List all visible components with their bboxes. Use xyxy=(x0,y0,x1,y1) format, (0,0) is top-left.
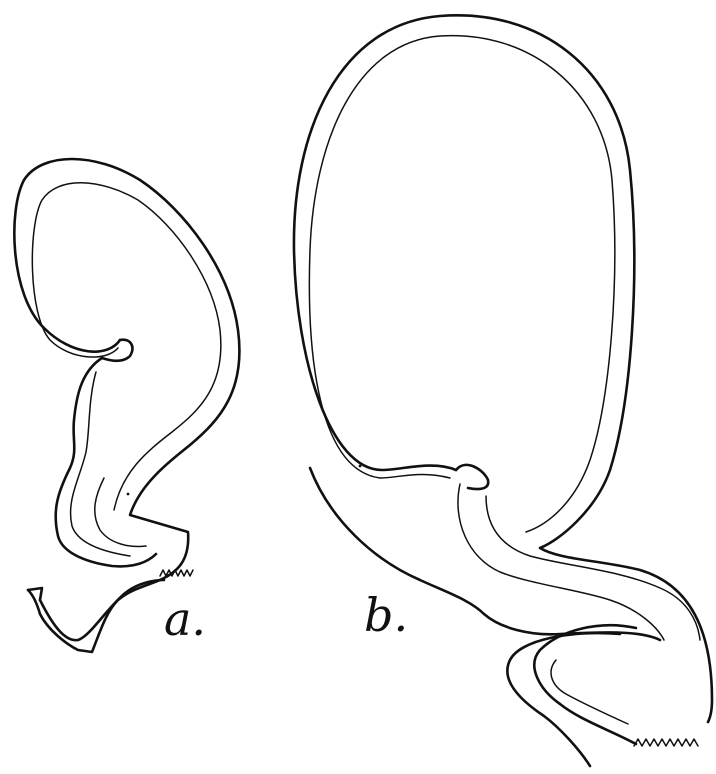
figure-a-label: a. xyxy=(164,596,206,642)
figure-b-dot xyxy=(359,465,362,468)
figure-b-left-wall xyxy=(310,468,660,640)
figure-a-duct-line-1 xyxy=(71,372,130,556)
figure-b-inner-wall xyxy=(309,36,614,532)
figure-a-inner-wall xyxy=(32,183,221,510)
figure-b-outer-wall xyxy=(294,15,712,722)
figure-b-outer-curl xyxy=(507,633,620,766)
figure-a-stomach xyxy=(14,159,239,652)
figure-b-stomach xyxy=(294,15,712,766)
figure-a-hook xyxy=(40,580,164,640)
figure-a-dot xyxy=(127,493,130,496)
figure-a-left-wall xyxy=(56,358,156,566)
figure-b-inner-curl xyxy=(551,660,628,724)
figure-b-notch xyxy=(456,465,488,489)
figure-a-outer-wall xyxy=(14,159,239,652)
figure-b-lower-curl xyxy=(534,625,636,744)
figure-b-duct-line-2 xyxy=(486,496,700,640)
figure-b-label: b. xyxy=(364,592,408,638)
figure-b-serrated-edge xyxy=(634,739,698,746)
